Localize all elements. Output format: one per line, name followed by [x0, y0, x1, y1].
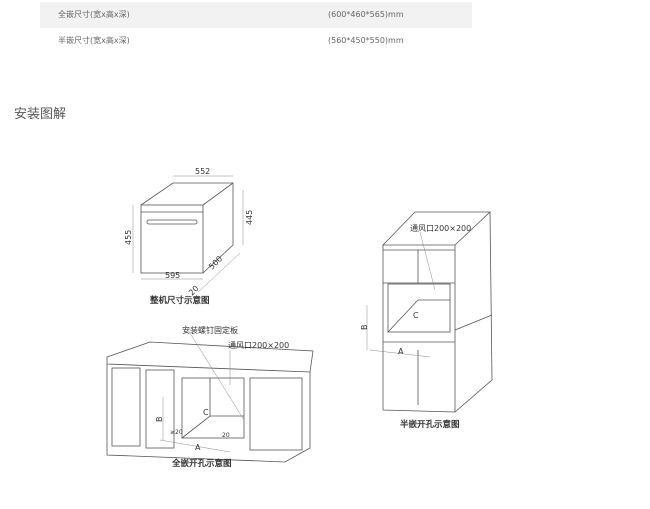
dim-500: 500: [207, 254, 224, 271]
gap2-label: 20: [222, 432, 230, 439]
section-title: 安装图解: [14, 107, 67, 122]
caption: 全嵌开孔示意图: [171, 458, 232, 469]
dim-595: 595: [165, 271, 180, 280]
dim-445: 445: [245, 210, 254, 225]
spec-row-full: 全嵌尺寸(宽x高x深) (600*460*565)mm: [40, 2, 472, 28]
label-b: B: [155, 417, 164, 423]
spec-value: (560*450*550)mm: [328, 36, 404, 45]
spec-row-half: 半嵌尺寸(宽x高x深) (560*450*550)mm: [40, 28, 472, 54]
unit-dimension-diagram: 552 455 445 595 500 20 整机尺寸示意图: [124, 167, 254, 306]
label-a: A: [398, 347, 404, 356]
dim-455: 455: [124, 230, 133, 245]
vent-label: 通风口200×200: [228, 340, 289, 350]
caption: 整机尺寸示意图: [150, 295, 210, 306]
spec-label: 全嵌尺寸(宽x高x深): [58, 10, 130, 19]
spec-label: 半嵌尺寸(宽x高x深): [58, 36, 130, 45]
gap-label: ≥20: [170, 429, 183, 436]
full-embed-diagram: 安装螺钉固定板 通风口200×200 B C ≥20 20 A 全嵌开孔示意图: [106, 324, 314, 469]
label-a: A: [195, 443, 201, 452]
dim-552: 552: [195, 167, 210, 176]
caption: 半嵌开孔示意图: [400, 419, 460, 430]
label-c: C: [203, 408, 209, 417]
label-b: B: [360, 325, 369, 331]
spec-value: (600*460*565)mm: [328, 10, 404, 19]
plate-label: 安装螺钉固定板: [182, 325, 238, 335]
vent-label: 通风口200×200: [410, 223, 471, 233]
label-c: C: [413, 311, 419, 320]
half-embed-diagram: 通风口200×200 B C A 半嵌开孔示意图: [360, 211, 493, 430]
